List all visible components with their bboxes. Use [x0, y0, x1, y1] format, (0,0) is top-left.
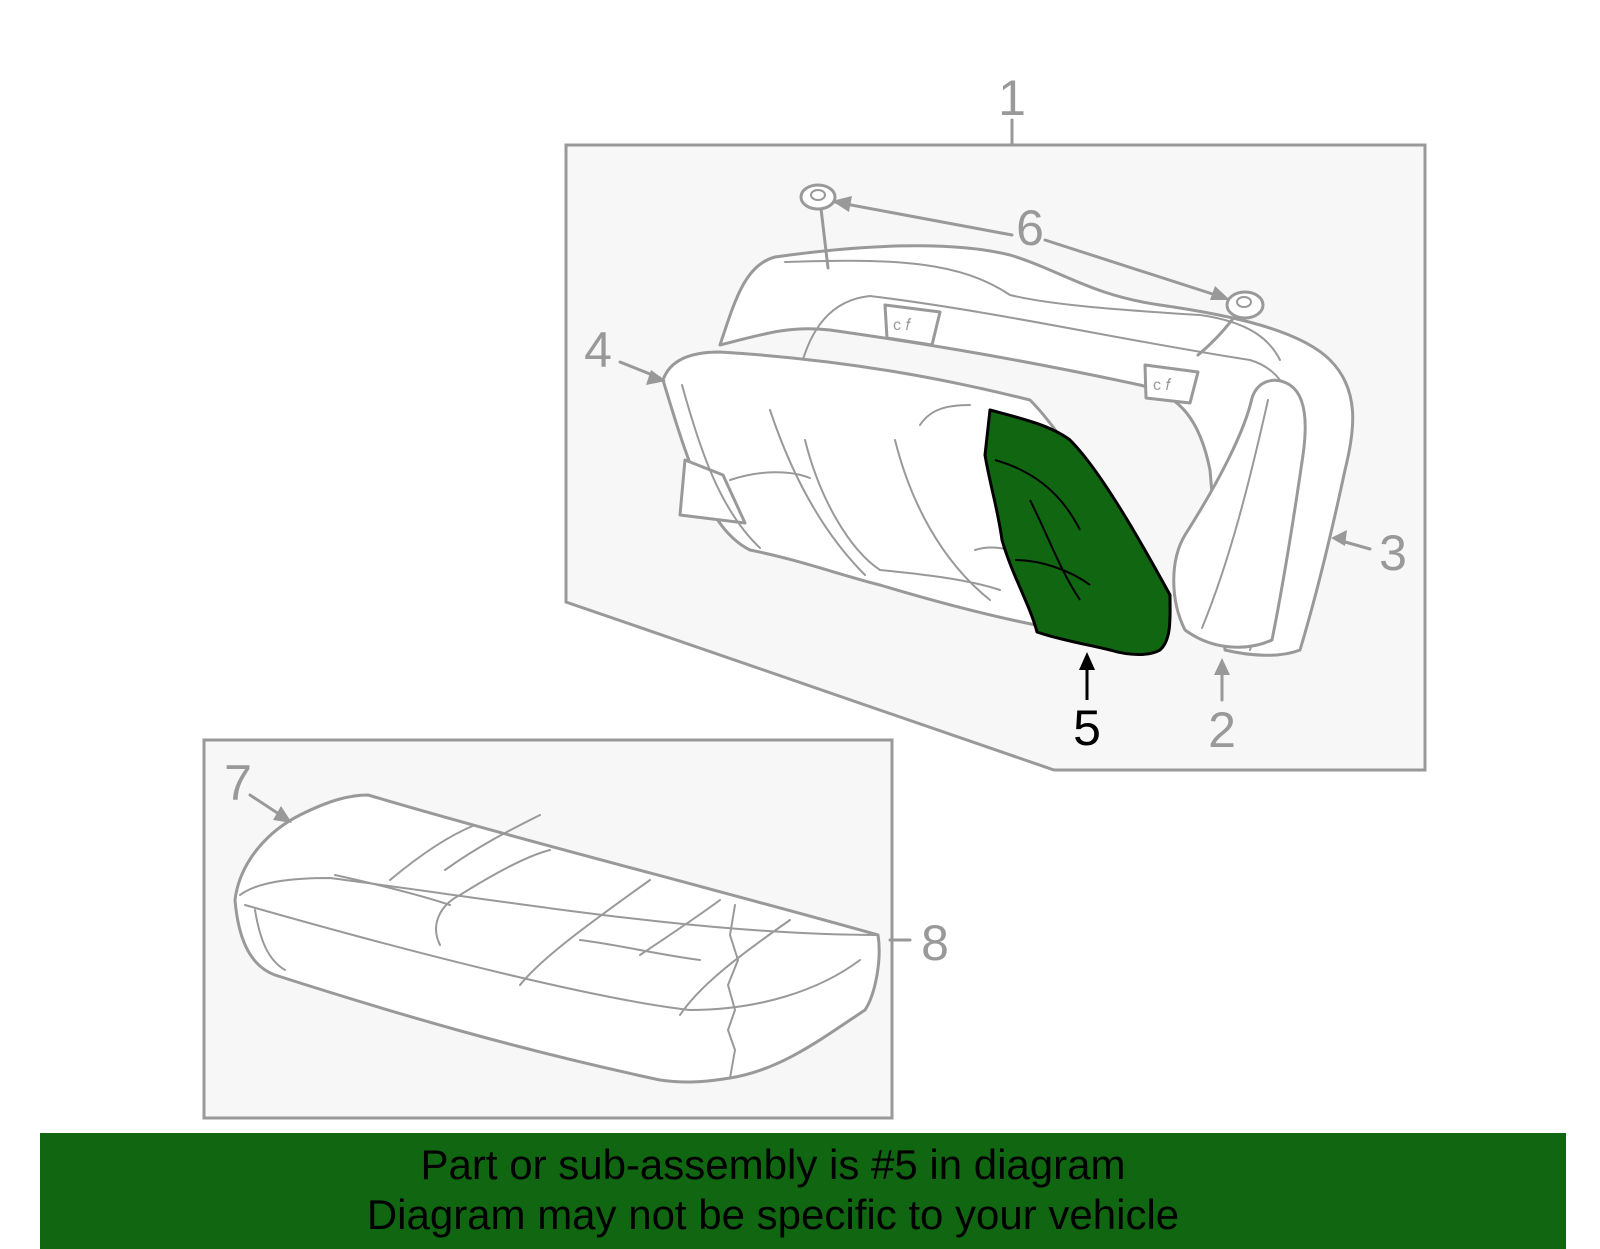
callout-6: 6	[1016, 200, 1044, 256]
headrest-guide-left-inner	[810, 189, 826, 201]
seat-cushion-top-edge	[239, 877, 879, 936]
callout-8: 8	[921, 915, 949, 971]
arrow-4	[646, 370, 666, 385]
headrest-guide-right	[1225, 290, 1265, 320]
arrow-2	[1214, 658, 1230, 675]
latch-tab-left-mark: c 𝑓	[893, 317, 911, 334]
cushion-seam-5	[729, 471, 811, 481]
callout-2: 2	[1208, 702, 1236, 758]
arrow-7	[273, 806, 292, 823]
seat-cushion-seam-c	[444, 814, 541, 871]
seat-cushion-split-line	[727, 904, 739, 1079]
callout-1: 1	[998, 70, 1026, 126]
headrest-guide-right-inner	[1236, 296, 1252, 308]
latch-tab-left	[883, 303, 942, 347]
seat-back-top-seam	[784, 259, 1281, 361]
seat-cushion-mid-seam	[244, 904, 861, 1011]
leader-6-left	[833, 200, 1014, 237]
headrest-guide-left-stem	[818, 198, 830, 270]
arrow-5	[1079, 652, 1095, 670]
callout-7: 7	[224, 755, 252, 811]
cushion-seam-4	[919, 404, 971, 426]
cushion-seam-1	[769, 409, 866, 576]
seat-cushion-seam-a	[334, 874, 451, 906]
latch-tab-right-mark: c 𝑓	[1153, 377, 1171, 394]
seat-back-frame	[718, 244, 1355, 657]
seat-cushion-seam-b	[389, 824, 476, 881]
highlighted-part-5-seam-3	[1014, 559, 1091, 586]
seat-cushion-seam-e	[519, 879, 651, 986]
seat-cushion-seam-h	[679, 919, 791, 1016]
banner-line-1: Part or sub-assembly is #5 in diagram	[420, 1141, 1126, 1188]
cushion-seam-2	[804, 439, 1001, 591]
leader-6-right	[1043, 238, 1227, 300]
highlighted-part-5	[983, 408, 1172, 656]
callout-3: 3	[1379, 525, 1407, 581]
callout-5: 5	[1073, 700, 1101, 756]
latch-tab-right	[1143, 363, 1200, 405]
highlighted-part-5-seam-2	[1029, 499, 1081, 601]
highlighted-part-5-seam-1	[994, 459, 1081, 531]
seat-cushion-seam-g	[639, 899, 721, 956]
callout-4: 4	[584, 322, 612, 378]
info-banner: Part or sub-assembly is #5 in diagram Di…	[40, 1133, 1566, 1249]
arrow-6-left	[832, 196, 852, 212]
arrow-3	[1331, 530, 1347, 546]
seat-cushion	[233, 793, 881, 1084]
seat-cushion-seam-d	[435, 849, 551, 946]
seat-cushion-side-seam	[254, 909, 286, 971]
arrow-6-right	[1210, 286, 1230, 300]
side-bolster-seam	[1201, 399, 1269, 629]
headrest-guide-left	[799, 183, 837, 211]
cushion-seam-outer	[681, 384, 761, 549]
banner-line-2: Diagram may not be specific to your vehi…	[366, 1191, 1180, 1238]
seat-cushion-seam-f	[579, 939, 701, 961]
cushion-seam-3	[894, 439, 991, 601]
